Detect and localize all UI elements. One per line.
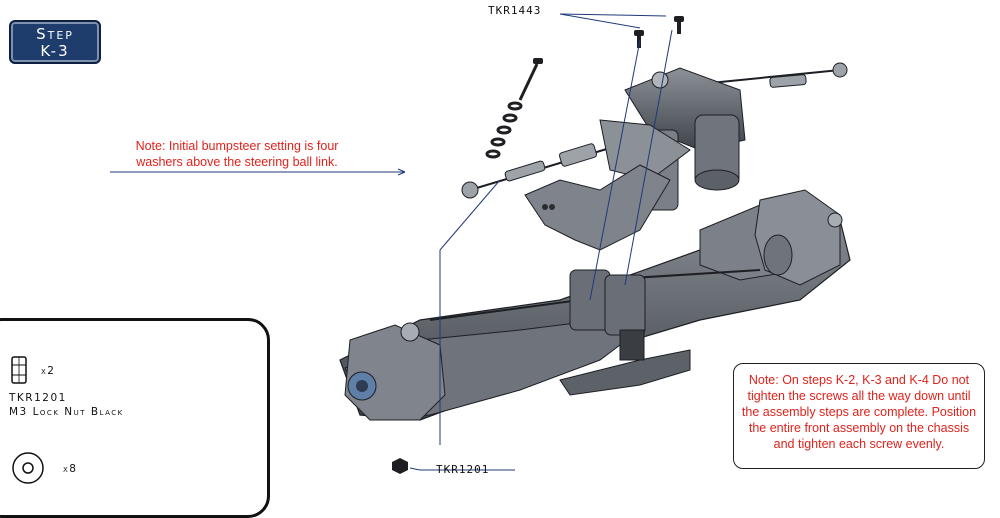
assembly-note-line-1: Note: On steps K-2, K-3 and K-4 Do not — [748, 373, 970, 387]
assembly-note-line-4: the entire front assembly on the chassis — [748, 421, 970, 435]
tkr1443-screws — [634, 16, 684, 48]
assembly-note: Note: On steps K-2, K-3 and K-4 Do not t… — [740, 372, 978, 452]
assembly-note-line-5: and tighten each screw evenly. — [773, 437, 945, 451]
lock-nut-qty: x2 — [41, 365, 56, 377]
parts-list-panel: x2 TKR1201 M3 Lock Nut Black x8 — [0, 318, 270, 518]
callout-tkr1443: TKR1443 — [488, 4, 542, 17]
bumpsteer-note: Note: Initial bumpsteer setting is four … — [110, 138, 364, 170]
lock-nut-icon — [11, 356, 27, 384]
step-label: Step — [36, 25, 74, 43]
assembly-note-line-2: tighten the screws all the way down unti… — [747, 389, 971, 403]
bumpsteer-note-line-1: Note: Initial bumpsteer setting is four — [135, 139, 339, 153]
assembly-note-line-3: the assembly steps are complete. Positio… — [741, 405, 977, 419]
steering-rack-plate — [524, 164, 671, 361]
washer-qty: x8 — [63, 463, 78, 475]
right-steering-knuckle — [754, 189, 843, 286]
step-badge: Step K-3 — [9, 20, 101, 64]
callout-tkr1201: TKR1201 — [436, 463, 490, 476]
tkr1201-lock-nut — [392, 458, 408, 474]
steering-bellcrank — [599, 67, 746, 211]
washer-icon — [12, 452, 44, 484]
leader-lines — [110, 13, 673, 471]
assembly-illustration — [110, 13, 851, 474]
bumpsteer-screw-washers — [485, 58, 543, 159]
assembly-note-box: Note: On steps K-2, K-3 and K-4 Do not t… — [733, 363, 985, 469]
step-number: K-3 — [40, 42, 70, 60]
bumpsteer-note-line-2: washers above the steering ball link. — [136, 155, 338, 169]
lock-nut-part-number: TKR1201 — [9, 392, 67, 404]
lock-nut-name: M3 Lock Nut Black — [9, 406, 124, 418]
left-steering-knuckle — [344, 322, 446, 421]
